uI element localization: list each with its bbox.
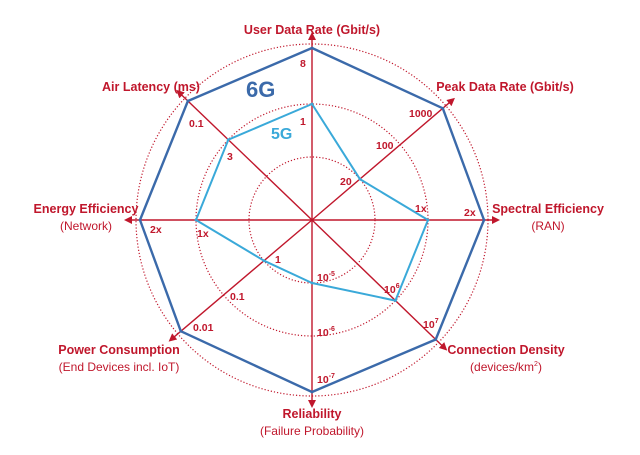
series-label-5g: 5G: [271, 126, 292, 143]
tick-label: 1: [275, 254, 281, 266]
tick-label: 2x: [150, 224, 162, 236]
axis-line: [311, 97, 455, 221]
tick-label: 1x: [415, 203, 427, 215]
axis-label-power-consumption: Power Consumption: [58, 343, 180, 357]
data-point: [179, 329, 183, 333]
tick-label: 3: [227, 151, 233, 163]
tick-label: 1: [300, 116, 306, 128]
data-point: [310, 390, 314, 394]
axis-label-spectral-efficiency: Spectral Efficiency: [492, 202, 604, 216]
tick-label: 20: [340, 176, 352, 188]
data-point: [394, 299, 397, 302]
data-point: [310, 102, 314, 106]
tick-label: 10-7: [317, 373, 335, 386]
axis-sub-connection-density: (devices/km2): [470, 360, 542, 374]
tick-label: 106: [384, 283, 400, 296]
axis-label-reliability: Reliability: [282, 407, 341, 421]
axis-label-peak-data-rate: Peak Data Rate (Gbit/s): [436, 80, 574, 94]
data-point: [426, 218, 430, 222]
data-point: [441, 106, 445, 110]
axis-sub-spectral-efficiency: (RAN): [531, 219, 564, 233]
tick-label: 0.1: [230, 291, 245, 303]
axis-label-energy-efficiency: Energy Efficiency: [34, 202, 139, 216]
axis-label-user-data-rate: User Data Rate (Gbit/s): [244, 23, 380, 37]
data-point: [186, 99, 190, 103]
tick-label: 0.01: [193, 322, 214, 334]
tick-label: 10-5: [317, 271, 335, 284]
axis-sub-energy-efficiency: (Network): [60, 219, 112, 233]
data-point: [194, 218, 198, 222]
axis-line: [176, 89, 313, 221]
tick-label: 2x: [464, 207, 476, 219]
axis-line: [311, 219, 448, 351]
tick-label: 1x: [197, 228, 209, 240]
data-point: [226, 138, 230, 142]
data-point: [310, 46, 314, 50]
axis-label-connection-density: Connection Density: [447, 343, 564, 357]
data-point: [434, 338, 438, 341]
data-point: [358, 177, 362, 181]
axis-line: [168, 219, 313, 342]
axis-sub-reliability: (Failure Probability): [260, 424, 364, 438]
tick-label: 8: [300, 58, 306, 70]
series-label-6g: 6G: [246, 77, 275, 102]
tick-label: 107: [423, 318, 439, 331]
tick-label: 100: [376, 140, 394, 152]
axis-sub-power-consumption: (End Devices incl. IoT): [59, 360, 180, 374]
data-point: [138, 218, 142, 222]
axis-label-air-latency: Air Latency (ms): [102, 80, 200, 94]
data-point: [482, 218, 486, 222]
data-point: [262, 259, 266, 263]
data-point: [310, 281, 314, 285]
tick-label: 10-6: [317, 326, 335, 339]
tick-label: 0.1: [189, 118, 204, 130]
tick-label: 1000: [409, 108, 433, 120]
